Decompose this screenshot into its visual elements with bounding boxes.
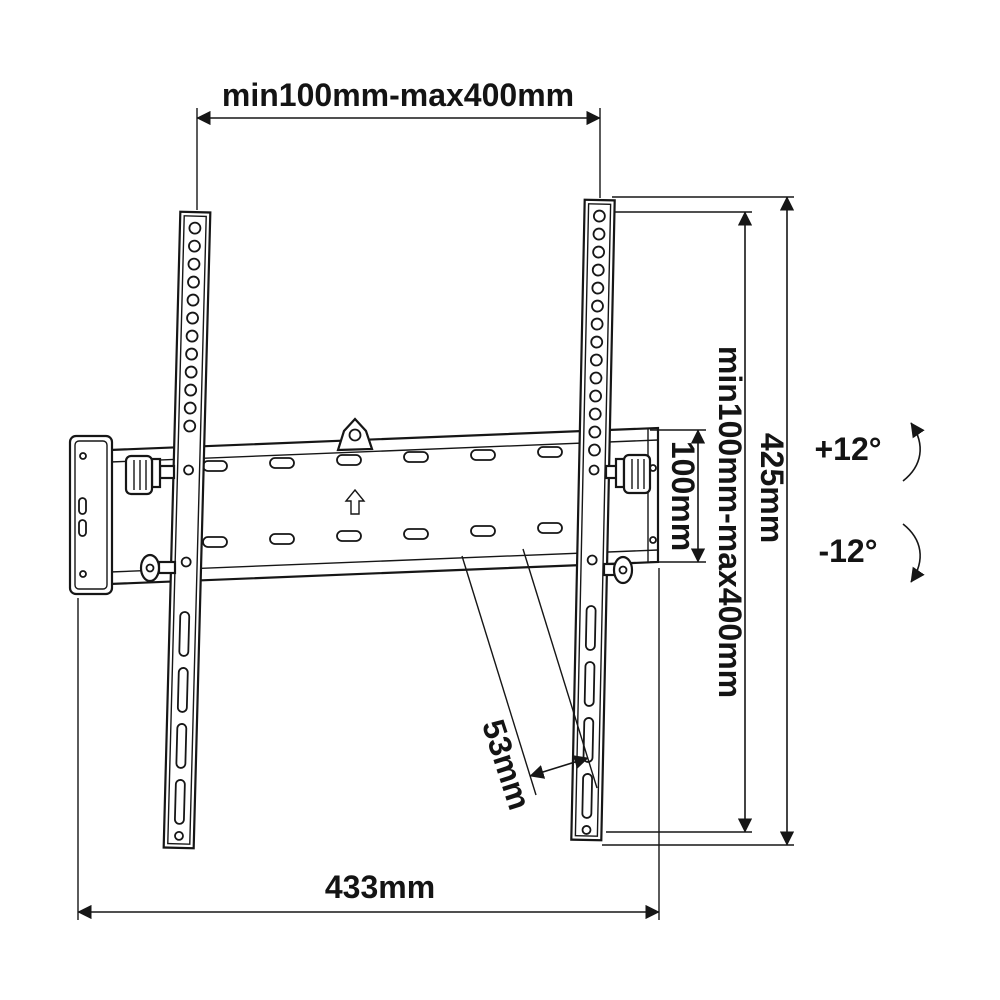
dim-label-vertical-span: min100mm-max400mm [712,346,748,698]
tilt-up-arrow-icon [902,422,925,482]
lock-bolt-right-lower [602,555,634,585]
right-bracket-rail [570,198,616,842]
dim-label-top-span: min100mm-max400mm [222,77,574,113]
plate-left-end-cap [68,434,114,596]
plate-slots-bottom-row [202,522,563,548]
lock-bolt-left-lower [139,553,177,583]
left-bracket-rail [162,210,212,850]
left-rail-holes [174,221,202,841]
safety-hook-tab [336,417,374,452]
dim-label-plate-height: 100mm [665,441,701,551]
wall-plate [108,417,660,586]
dimension-lines [77,108,925,920]
dim-label-depth: 53mm [475,715,538,814]
tilt-down-label: -12° [818,533,877,569]
right-rail-holes [581,209,606,835]
plate-slots-top-row [202,446,563,472]
dim-label-overall-width: 433mm [325,869,435,905]
orientation-up-arrow-icon [344,488,366,515]
tilt-knob-left-upper [124,454,176,496]
tilt-up-label: +12° [814,431,881,467]
dim-label-bracket-height: 425mm [754,433,790,543]
tilt-down-arrow-icon [902,523,925,583]
tilt-knob-right-upper [604,453,652,495]
